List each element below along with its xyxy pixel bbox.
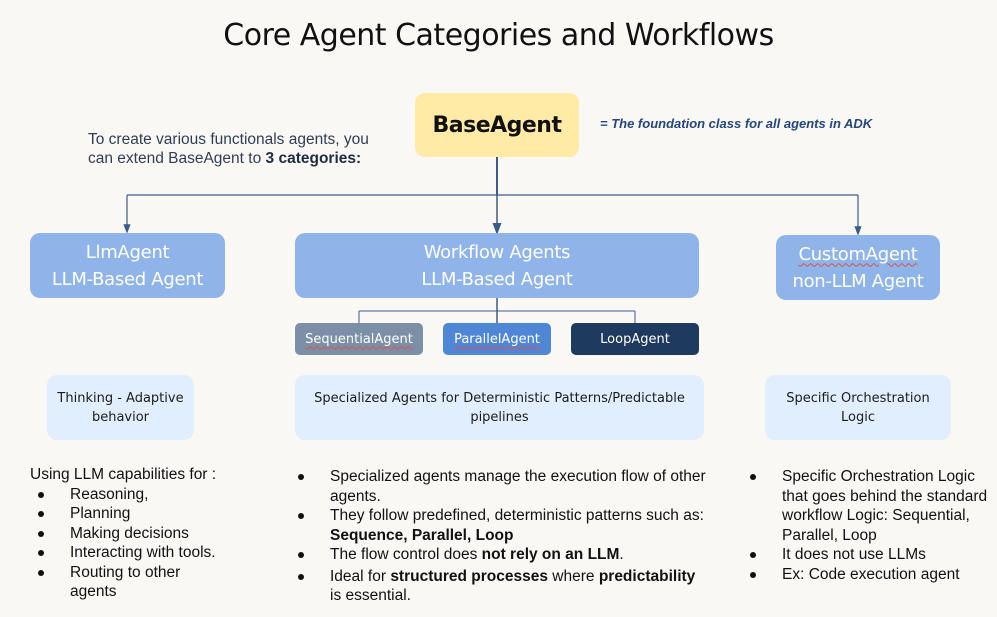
list-item: Ex: Code execution agent [742,565,992,585]
intro-text: To create various functionals agents, yo… [88,130,398,168]
bold-text: predictability [598,567,696,585]
base-agent-note: = The foundation class for all agents in… [600,116,873,131]
list-item: They follow predefined, deterministic pa… [290,506,710,545]
bold-text: Sequence, Parallel, Loop [330,526,514,544]
text: . [619,546,624,563]
custom-agent-title: CustomAgent [798,243,918,265]
list-item: Specific Orchestration Logic that goes b… [742,467,992,545]
llm-agent-capabilities: Using LLM capabilities for : Reasoning, … [30,465,260,602]
text: Specialized agents manage the execution … [330,468,706,505]
llm-agent-subtitle: LLM-Based Agent [51,268,204,290]
bold-text: structured processes [390,567,548,585]
custom-agent-description-text: Specific Orchestration Logic [786,390,930,425]
list-item: Ideal for structured processes where pre… [290,567,710,606]
list-item: Planning [30,504,260,524]
loop-agent-label: LoopAgent [600,331,670,347]
text: where [547,567,599,585]
text: They follow predefined, deterministic pa… [330,507,704,524]
workflow-agents-details: Specialized agents manage the execution … [290,467,710,606]
list-item: Specialized agents manage the execution … [290,467,710,506]
base-agent-box: BaseAgent [415,93,579,157]
sequential-agent-box: SequentialAgent [295,323,423,355]
workflow-agents-box: Workflow Agents LLM-Based Agent [295,233,699,298]
list-item: Reasoning, [30,485,260,505]
page-title: Core Agent Categories and Workflows [223,18,774,53]
llm-capabilities-lead: Using LLM capabilities for : [30,466,217,483]
workflow-agents-description-text: Specialized Agents for Deterministic Pat… [314,390,685,425]
list-item: Interacting with tools. [30,543,260,563]
llm-agent-description: Thinking - Adaptive behavior [47,375,194,440]
list-item: Making decisions [30,524,260,544]
text: is essential. [330,587,411,604]
text: Ideal for [330,567,391,585]
workflow-agents-title: Workflow Agents [423,241,571,263]
sequential-agent-label: SequentialAgent [305,331,413,347]
llm-agent-box: LlmAgent LLM-Based Agent [30,233,225,298]
workflow-agents-subtitle: LLM-Based Agent [421,268,573,290]
intro-text-bold: 3 categories: [265,150,362,167]
text: The flow control does [330,546,482,563]
list-item: The flow control does not rely on an LLM… [290,545,710,565]
loop-agent-box: LoopAgent [571,323,699,355]
workflow-agents-description: Specialized Agents for Deterministic Pat… [295,375,704,440]
parallel-agent-box: ParallelAgent [443,323,551,355]
llm-agent-title: LlmAgent [85,241,170,263]
intro-text-body: To create various functionals agents, yo… [88,131,369,167]
custom-agent-subtitle: non-LLM Agent [792,270,924,292]
list-item: It does not use LLMs [742,545,992,565]
llm-agent-description-text: Thinking - Adaptive behavior [57,390,184,425]
parallel-agent-label: ParallelAgent [454,331,540,347]
custom-agent-details: Specific Orchestration Logic that goes b… [742,467,992,584]
bold-text: not rely on an LLM [481,546,620,563]
custom-agent-description: Specific Orchestration Logic [765,375,951,440]
custom-agent-box: CustomAgent non-LLM Agent [776,235,940,300]
list-item: Routing to other agents [30,563,220,602]
